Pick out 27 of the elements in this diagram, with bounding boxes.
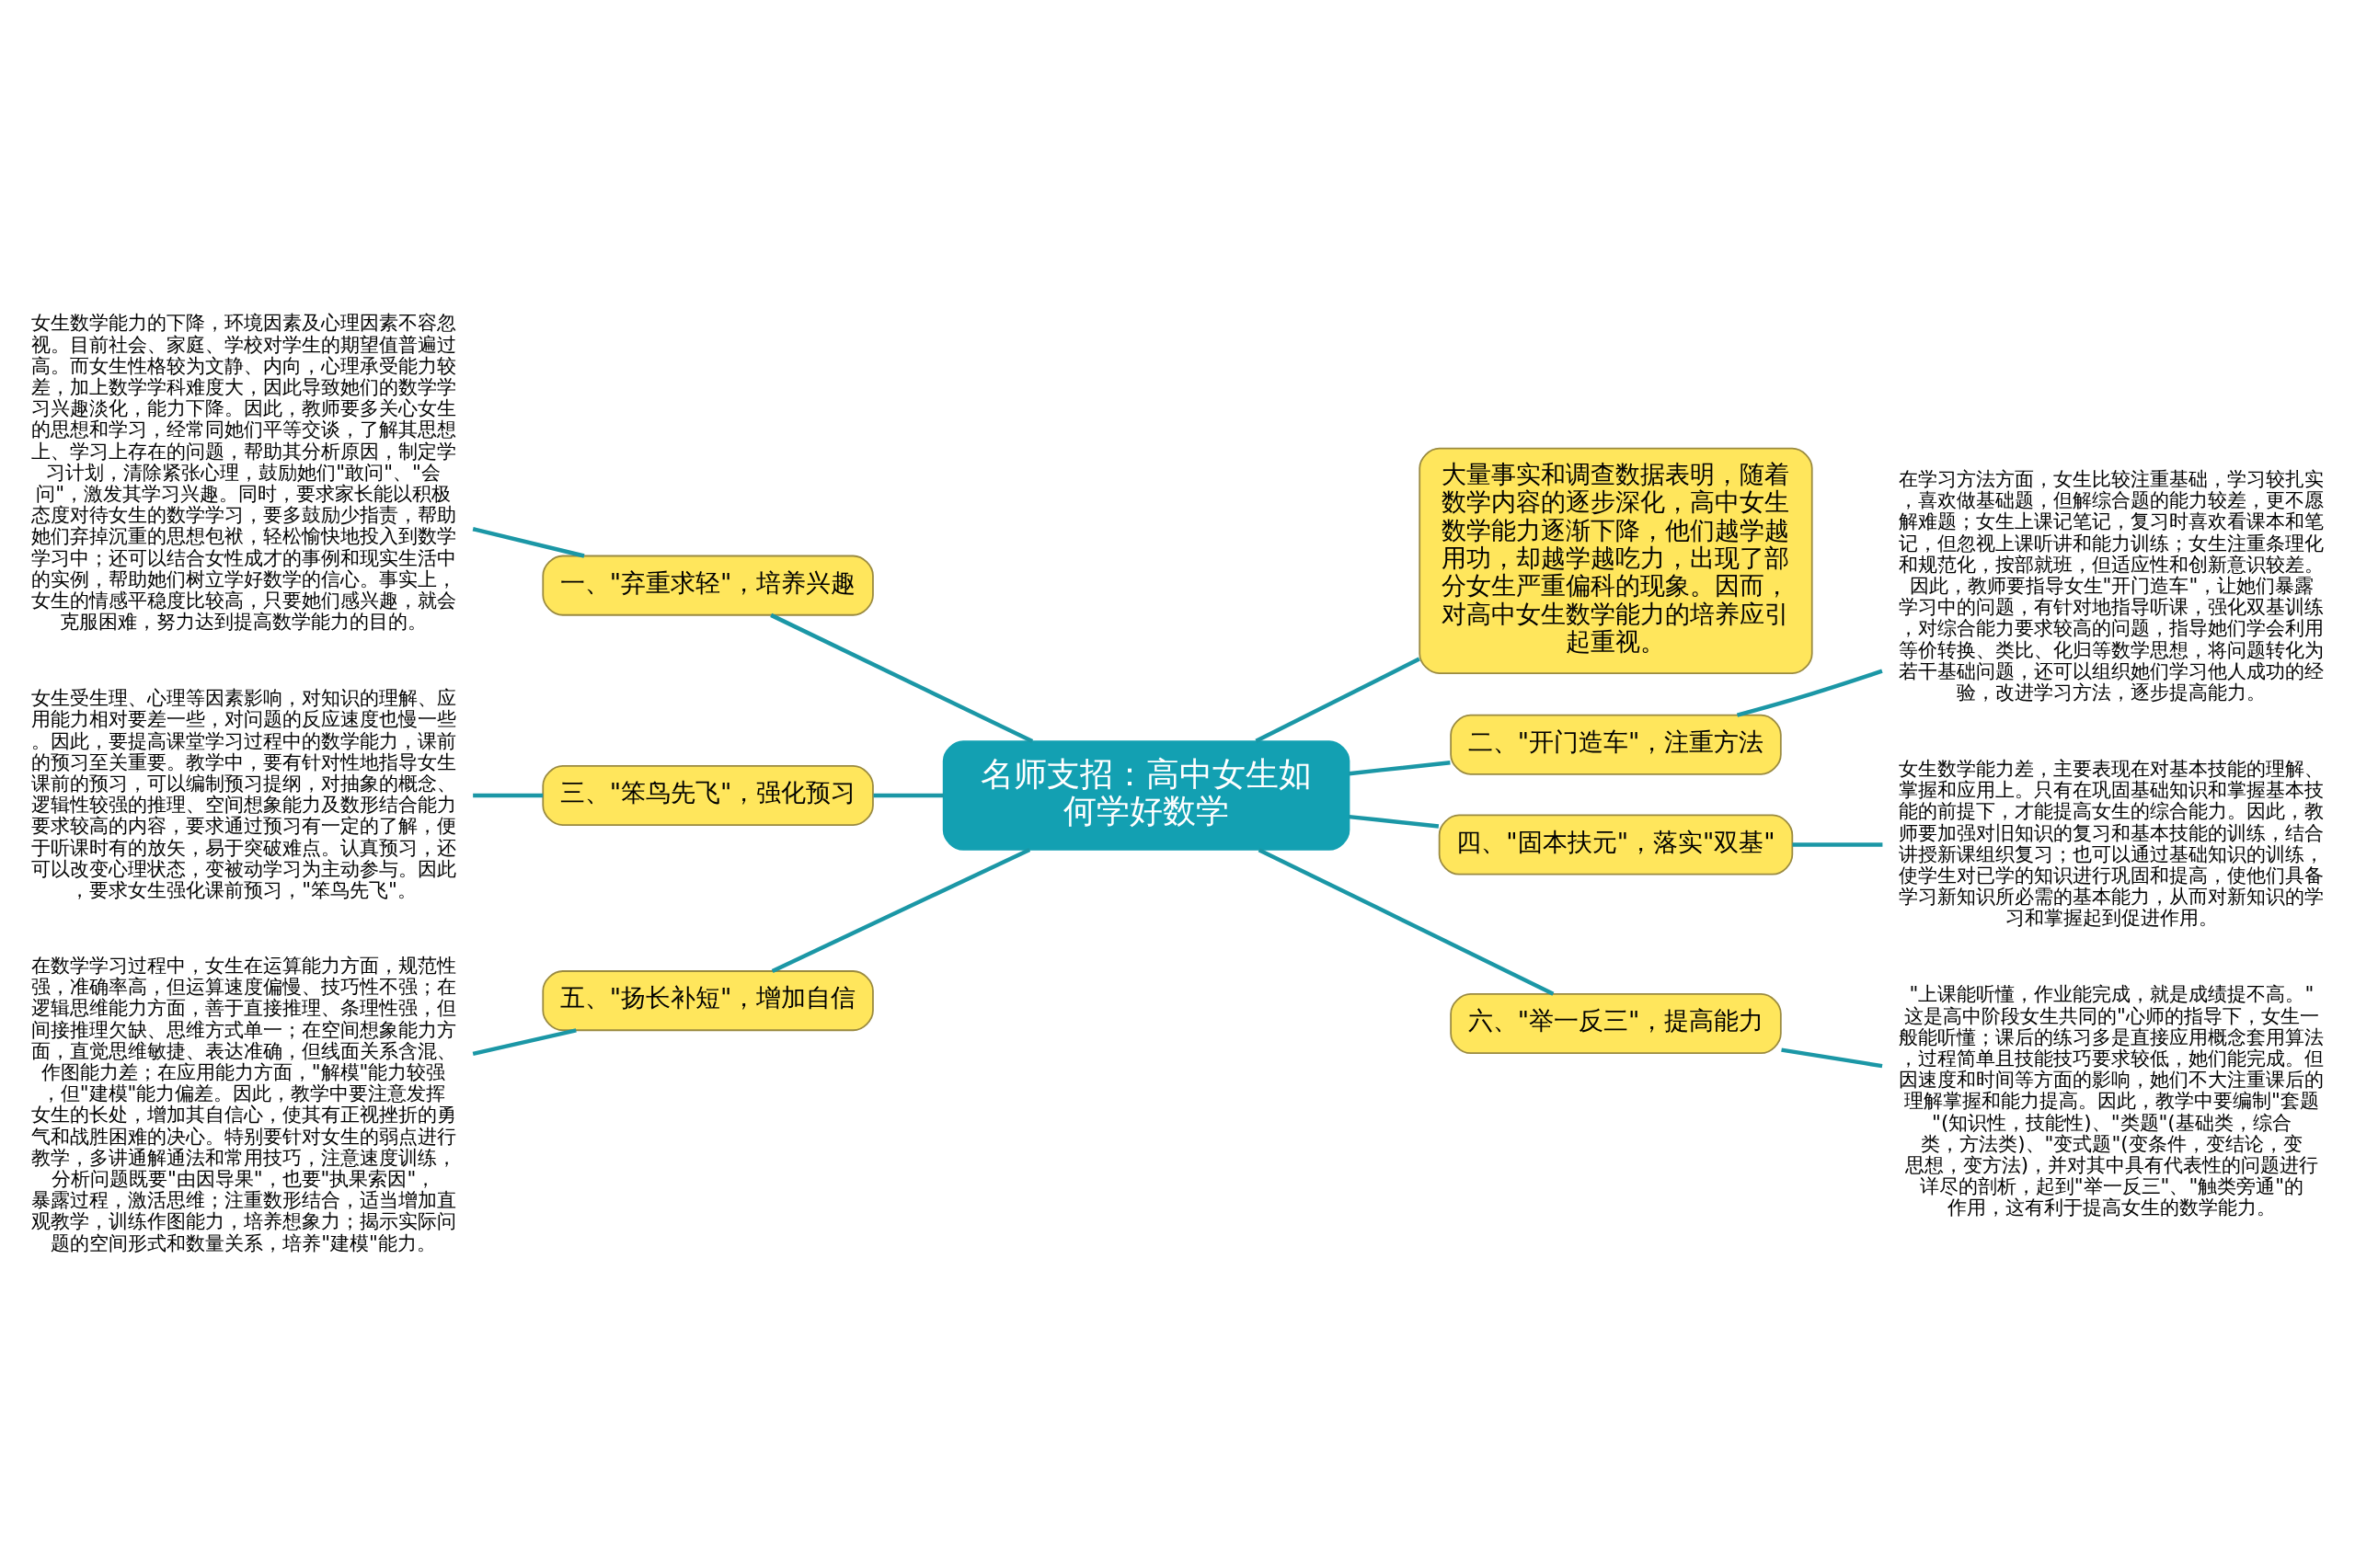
- node-box: 名师支招：高中女生如何学好数学: [942, 739, 1350, 851]
- node-text: 女生受生理、心理等因素影响，对知识的理解、应用能力相对要差一些，对问题的反应速度也慢一些。因此，要提高课堂学习过程中的数学能力，课前的预习至关重要。教学中，要有针对性地指导女生课前的预习，可以编制预习提纲，对抽象的概念、逻辑性较强的推理、空间想象能力及数形结合能力要求较高的内容，要求通过预习有一定的了解，便于听课时有的放矢，易于突破难点。认真预习，还可以改变心理状态，变被动学习为主动参与。因此，要求女生强化课前预习，"笨鸟先飞"。: [30, 685, 456, 901]
- connector: [1792, 841, 1883, 847]
- node-box: 三、"笨鸟先飞"，强化预习: [542, 764, 874, 826]
- connector: [1258, 847, 1555, 996]
- node-text: 在数学学习过程中，女生在运算能力方面，规范性强，准确率高，但运算速度偏慢、技巧性不强；在逻辑思维能力方面，善于直接推理、条理性强，但间接推理欠缺、思维方式单一；在空间想象能力方面，直觉思维敏捷、表达准确，但线面关系含混、作图能力差；在应用能力方面，"解模"能力较强，但"建模"能力偏差。因此，教学中要注意发挥女生的长处，增加其自信心，使其有正视挫折的勇气和战胜困难的决心。特别要针对女生的弱点进行教学，多讲通解通法和常用技巧，注意速度训练，分析问题既要"由因导果"，也要"执果索因"，暴露过程，激活思维；注重数形结合，适当增加直观教学，训练作图能力，培养想象力；揭示实际问题的空间形式和数量关系，培养"建模"能力。: [30, 953, 456, 1254]
- connector: [1736, 669, 1883, 717]
- node-text: 在学习方法方面，女生比较注重基础，学习较扎实，喜欢做基础题，但解综合题的能力较差，更不愿解难题；女生上课记笔记，复习时喜欢看课本和笔记，但忽视上课听讲和能力训练；女生注重条理化和规范化，按部就班，但适应性和创新意识较差。因此，教师要指导女生"开门造车"，让她们暴露学习中的问题，有针对地指导听课，强化双基训练，对综合能力要求较高的问题，指导她们学会利用等价转换、类比、化归等数学思想，将问题转化为若干基础问题，还可以组织她们学习他人成功的经验，改进学习方法，逐步提高能力。: [1899, 466, 2325, 704]
- connector: [1349, 760, 1451, 775]
- connector: [1255, 657, 1420, 743]
- connector: [473, 793, 544, 797]
- node-box: 四、"固本扶元"，落实"双基": [1438, 814, 1794, 876]
- node-box: 六、"举一反三"，提高能力: [1450, 992, 1782, 1054]
- connector: [1781, 1047, 1883, 1068]
- node-box: 一、"弃重求轻"，培养兴趣: [542, 555, 874, 616]
- connector: [472, 526, 585, 558]
- node-text: "上课能听懂，作业能完成，就是成绩提不高。"这是高中阶段女生共同的"心师的指导下，女生一般能听懂；课后的练习多是直接应用概念套用算法，过程简单且技能技巧要求较低，她们能完成。但因速度和时间等方面的影响，她们不大注重课后的理解掌握和能力提高。因此，教学中要编制"套题"(知识性，技能性)、"类题"(基础类，综合类，方法类)、"变式题"(变条件，变结论，变思想，变方法)，并对其中具有代表性的问题进行详尽的剖析，起到"举一反三"、"触类旁通"的作用，这有利于提高女生的数学能力。: [1899, 981, 2325, 1219]
- node-box: 大量事实和调查数据表明，随着数学内容的逐步深化，高中女生数学能力逐渐下降，他们越学越用功，却越学越吃力，出现了部分女生严重偏科的现象。因而，对高中女生数学能力的培养应引起重视。: [1419, 447, 1813, 674]
- connector: [1349, 814, 1440, 829]
- connector: [472, 1027, 577, 1056]
- connector: [770, 612, 1034, 743]
- node-text: 女生数学能力的下降，环境因素及心理因素不容忽视。目前社会、家庭、学校对学生的期望值普遍过高。而女生性格较为文静、内向，心理承受能力较差，加上数学学科难度大，因此导致她们的数学学习兴趣淡化，能力下降。因此，教师要多关心女生的思想和学习，经常同她们平等交谈，了解其思想上、学习上存在的问题，帮助其分析原因，制定学习计划，清除紧张心理，鼓励她们"敢问"、"会问"，激发其学习兴趣。同时，要求家长能以积极态度对待女生的数学学习，要多鼓励少指责，帮助她们弃掉沉重的思想包袱，轻松愉快地投入到数学学习中；还可以结合女性成才的事例和现实生活中的实例，帮助她们树立学好数学的信心。事实上，女生的情感平稳度比较高，只要她们感兴趣，就会克服困难，努力达到提高数学能力的目的。: [30, 310, 456, 633]
- node-box: 五、"扬长补短"，增加自信: [542, 969, 874, 1031]
- connector: [873, 793, 944, 797]
- node-box: 二、"开门造车"，注重方法: [1450, 714, 1782, 775]
- connector: [771, 847, 1031, 973]
- node-text: 女生数学能力差，主要表现在对基本技能的理解、掌握和应用上。只有在巩固基础知识和掌握基本技能的前提下，才能提高女生的综合能力。因此，教师要加强对旧知识的复习和基本技能的训练，结合讲授新课组织复习；也可以通过基础知识的训练，使学生对已学的知识进行巩固和提高，使他们具备学习新知识所必需的基本能力，从而对新知识的学习和掌握起到促进作用。: [1899, 756, 2325, 929]
